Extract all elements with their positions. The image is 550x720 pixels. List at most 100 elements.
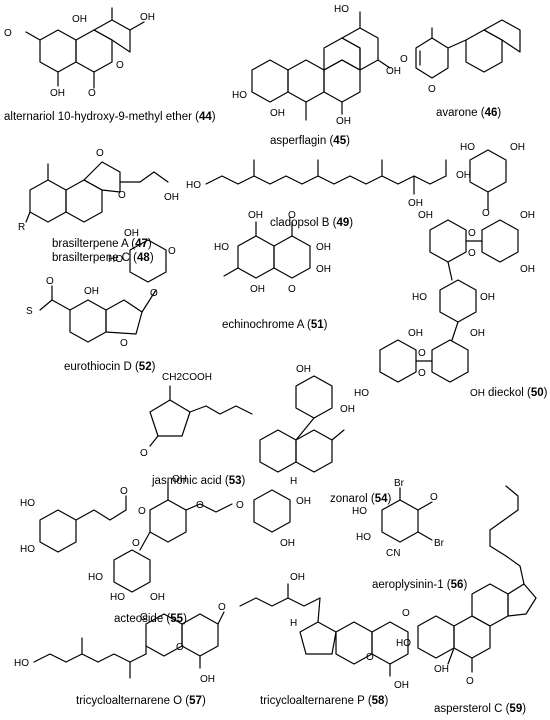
atom-o: O (88, 88, 96, 99)
atom-oh: OH (250, 284, 265, 295)
atom-oh: OH (140, 12, 155, 23)
atom-oh: OH (386, 66, 401, 77)
structure-50: HO OH O OH OH O O OH HO OH OH OH O O HO … (354, 142, 535, 399)
atom-h: H (290, 476, 297, 487)
structure-49: HO OH OH (186, 159, 471, 209)
atom-o: O (288, 210, 296, 221)
atom-oh: OH (270, 108, 285, 119)
atom-oh: OH (164, 192, 179, 203)
atom-oh: OH (296, 364, 311, 375)
atom-oh: OH (418, 210, 433, 221)
atom-oh: OH (280, 538, 295, 549)
atom-oh: OH (316, 242, 331, 253)
atom-ho: HO (110, 592, 125, 603)
atom-o: O (288, 284, 296, 295)
caption-56: aeroplysinin-1 (56) (372, 579, 468, 591)
caption-50: dieckol (50) (488, 387, 548, 399)
atom-oh: OH (340, 404, 355, 415)
structure-59: HO OH O (396, 485, 537, 687)
atom-cn: CN (386, 548, 400, 559)
atom-oh: OH (510, 142, 525, 153)
atom-oh: OH (470, 328, 485, 339)
atom-o: O (366, 652, 374, 663)
caption-47: brasilterpene A (47) (52, 238, 152, 250)
atom-oh: OH (394, 680, 409, 691)
atom-ho: HO (352, 506, 367, 517)
caption-52: eurothiocin D (52) (64, 361, 156, 373)
atom-o: O (218, 602, 226, 613)
atom-o: O (120, 338, 128, 349)
atom-o: O (116, 60, 124, 71)
atom-oh: OH (248, 210, 263, 221)
atom-oh: OH (408, 198, 423, 209)
caption-55: acteoside (55) (114, 613, 187, 625)
atom-o: O (132, 538, 140, 549)
structure-53: CH2COOH O (140, 372, 253, 459)
atom-oh: OH (520, 264, 535, 275)
caption-58: tricycloalternarene P (58) (260, 695, 389, 707)
structure-45: HO OH HO OH OH (232, 4, 401, 127)
atom-oh: OH (520, 210, 535, 221)
structure-58: OH H O O OH (239, 572, 410, 691)
atom-oh: OH (408, 328, 423, 339)
structure-47-48: R O O OH (18, 148, 179, 233)
atom-ho: HO (88, 572, 103, 583)
caption-44: alternariol 10-hydroxy-9-methyl ether (4… (4, 111, 216, 123)
atom-o: O (120, 486, 128, 497)
atom-o: O (430, 492, 438, 503)
atom-o: O (150, 288, 158, 299)
atom-o: O (402, 608, 410, 619)
atom-ho: HO (232, 90, 247, 101)
structure-44: OH OH O OH O O (4, 7, 155, 99)
atom-oh: OH (72, 14, 87, 25)
caption-46: avarone (46) (436, 107, 502, 119)
structure-55: HO HO O O OH O O OH OH HO HO OH O (20, 474, 311, 603)
atom-o: O (418, 348, 426, 359)
caption-54: zonarol (54) (330, 493, 392, 505)
structure-52: S O OH O OH HO O O (26, 228, 176, 349)
structure-54: OH OH H (259, 364, 355, 487)
atom-o: O (4, 28, 12, 39)
atom-ho: HO (214, 242, 229, 253)
atom-s: S (26, 306, 33, 317)
caption-49: cladopsol B (49) (270, 217, 354, 229)
atom-o: O (482, 208, 490, 219)
atom-ho: HO (412, 292, 427, 303)
atom-ho: HO (14, 658, 29, 669)
atom-o: O (468, 228, 476, 239)
atom-oh: OH (84, 286, 99, 297)
atom-o: O (46, 276, 54, 287)
structure-46: O O (400, 19, 521, 95)
atom-oh: OH (150, 592, 165, 603)
atom-ho: HO (356, 532, 371, 543)
atom-oh: OH (50, 88, 65, 99)
atom-o: O (168, 246, 176, 257)
atom-oh: OH (434, 664, 449, 675)
atom-oh: OH (296, 496, 311, 507)
structure-51: OH O OH OH OH O HO (214, 210, 331, 295)
atom-oh: OH (470, 388, 485, 399)
caption-48: brasilterpene C (48) (52, 252, 154, 264)
atom-br: Br (434, 538, 445, 549)
atom-o: O (196, 500, 204, 511)
caption-53: jasmonic acid (53) (152, 475, 246, 487)
atom-o: O (428, 84, 436, 95)
caption-51: echinochrome A (51) (222, 319, 328, 331)
atom-oh: OH (290, 572, 305, 583)
atom-ho: HO (20, 498, 35, 509)
atom-ho: HO (460, 142, 475, 153)
atom-ho: HO (108, 254, 123, 265)
atom-oh: OH (200, 674, 215, 685)
atom-o: O (468, 248, 476, 259)
atom-o: O (140, 448, 148, 459)
atom-oh: OH (124, 228, 139, 239)
atom-oh: OH (456, 170, 471, 181)
caption-45: asperflagin (45) (270, 135, 350, 147)
atom-o: O (96, 148, 104, 159)
atom-o: O (466, 676, 474, 687)
atom-ho: HO (354, 388, 369, 399)
caption-59: aspersterol C (59) (434, 703, 527, 715)
atom-oh: OH (316, 264, 331, 275)
atom-oh: OH (336, 116, 351, 127)
